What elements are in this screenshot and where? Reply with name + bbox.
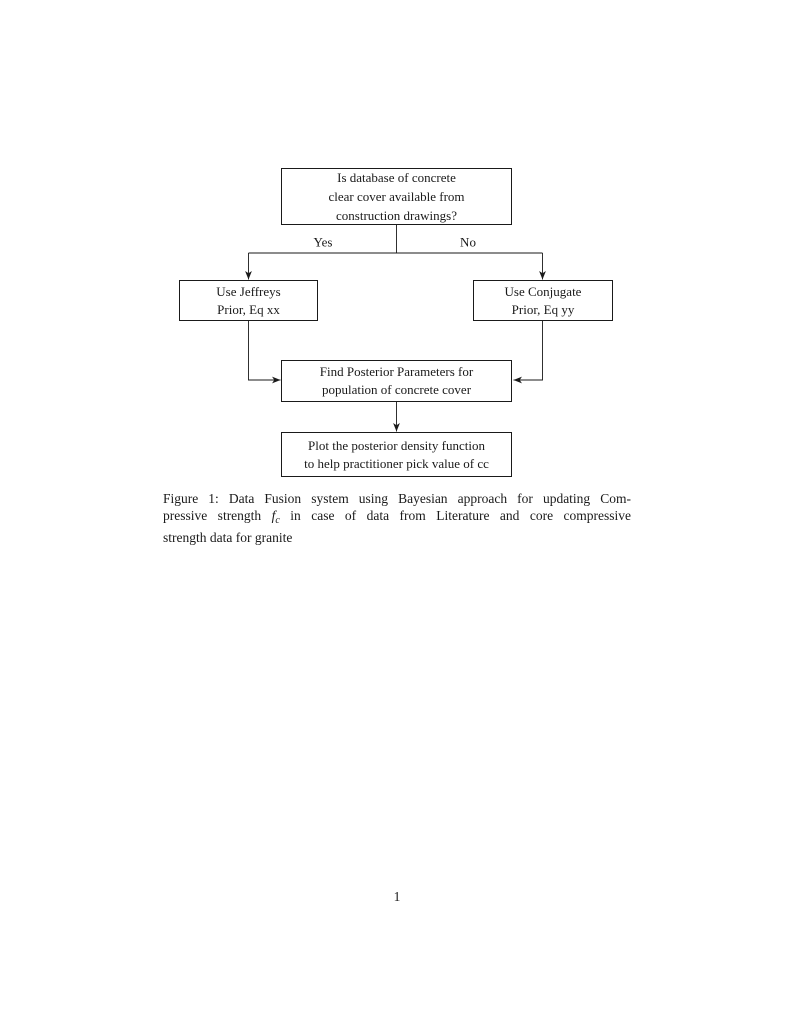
flowchart-node-jeffreys-prior: Use Jeffreys Prior, Eq xx	[179, 280, 318, 321]
flowchart-node-plot-density: Plot the posterior density function to h…	[281, 432, 512, 477]
math-fc-subscript: c	[275, 515, 280, 526]
branch-label-yes: Yes	[313, 234, 333, 250]
math-fc-symbol: f	[271, 508, 276, 523]
figure-caption-line3: strength data for granite	[163, 530, 293, 545]
connector-conjugate-to-posterior	[513, 321, 543, 384]
flowchart-node-conjugate-prior: Use Conjugate Prior, Eq yy	[473, 280, 613, 321]
flowchart-node-posterior-parameters: Find Posterior Parameters for population…	[281, 360, 512, 402]
figure-caption: Figure 1: Data Fusion system using Bayes…	[163, 490, 631, 546]
page-number: 1	[393, 889, 401, 904]
branch-label-no: No	[460, 234, 476, 250]
connector-jeffreys-to-posterior	[248, 321, 281, 384]
figure-caption-line1: Figure 1: Data Fusion system using Bayes…	[163, 491, 631, 506]
flowchart-node-question: Is database of concrete clear cover avai…	[281, 168, 512, 225]
figure-caption-line2: pressive strength fc in case of data fro…	[163, 508, 632, 526]
